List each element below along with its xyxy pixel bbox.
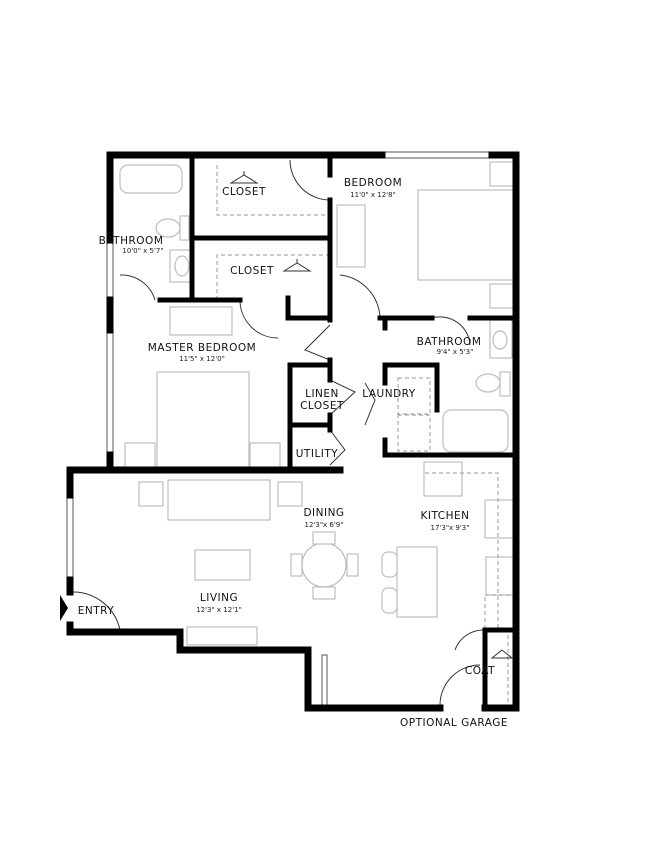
entry-arrow-icon xyxy=(60,595,68,621)
room-size-bedroom: 11'0" x 12'8" xyxy=(350,191,396,199)
hanger-icon xyxy=(490,649,514,659)
room-label-dining: DINING xyxy=(303,507,344,519)
room-size-living: 12'3" x 12'1" xyxy=(196,606,242,614)
room-label-linen: LINEN xyxy=(305,388,339,400)
room-label-living: LIVING xyxy=(200,592,238,604)
optional-garage-label: OPTIONAL GARAGE xyxy=(400,717,508,729)
hanger-icon xyxy=(229,171,259,184)
doors xyxy=(72,159,486,706)
room-label-bathroom-1: BATHROOM xyxy=(99,235,164,247)
room-label-kitchen: KITCHEN xyxy=(421,510,470,522)
room-size-dining: 12'3"x 6'9" xyxy=(305,521,344,529)
room-label-entry: ENTRY xyxy=(78,605,115,617)
room-size-bathroom-1: 10'0" x 5'7" xyxy=(122,247,163,255)
room-label-laundry: LAUNDRY xyxy=(362,388,416,400)
room-label-bathroom-2: BATHROOM xyxy=(417,336,482,348)
room-label-closet-2: CLOSET xyxy=(230,265,274,277)
hanger-icon xyxy=(282,259,312,272)
room-label-closet-linen: CLOSET xyxy=(300,400,344,412)
closet-rods xyxy=(216,165,509,705)
room-label-closet-1: CLOSET xyxy=(222,186,266,198)
walls xyxy=(66,151,520,712)
room-size-master-bedroom: 11'5" x 12'0" xyxy=(179,355,225,363)
room-label-master-bedroom: MASTER BEDROOM xyxy=(148,342,256,354)
room-label-bedroom: BEDROOM xyxy=(344,177,402,189)
room-label-coat: COAT xyxy=(465,665,495,677)
room-label-utility: UTILITY xyxy=(296,448,339,460)
room-size-kitchen: 17'3"x 9'3" xyxy=(431,524,470,532)
room-size-bathroom-2: 9'4" x 5'3" xyxy=(437,348,474,356)
